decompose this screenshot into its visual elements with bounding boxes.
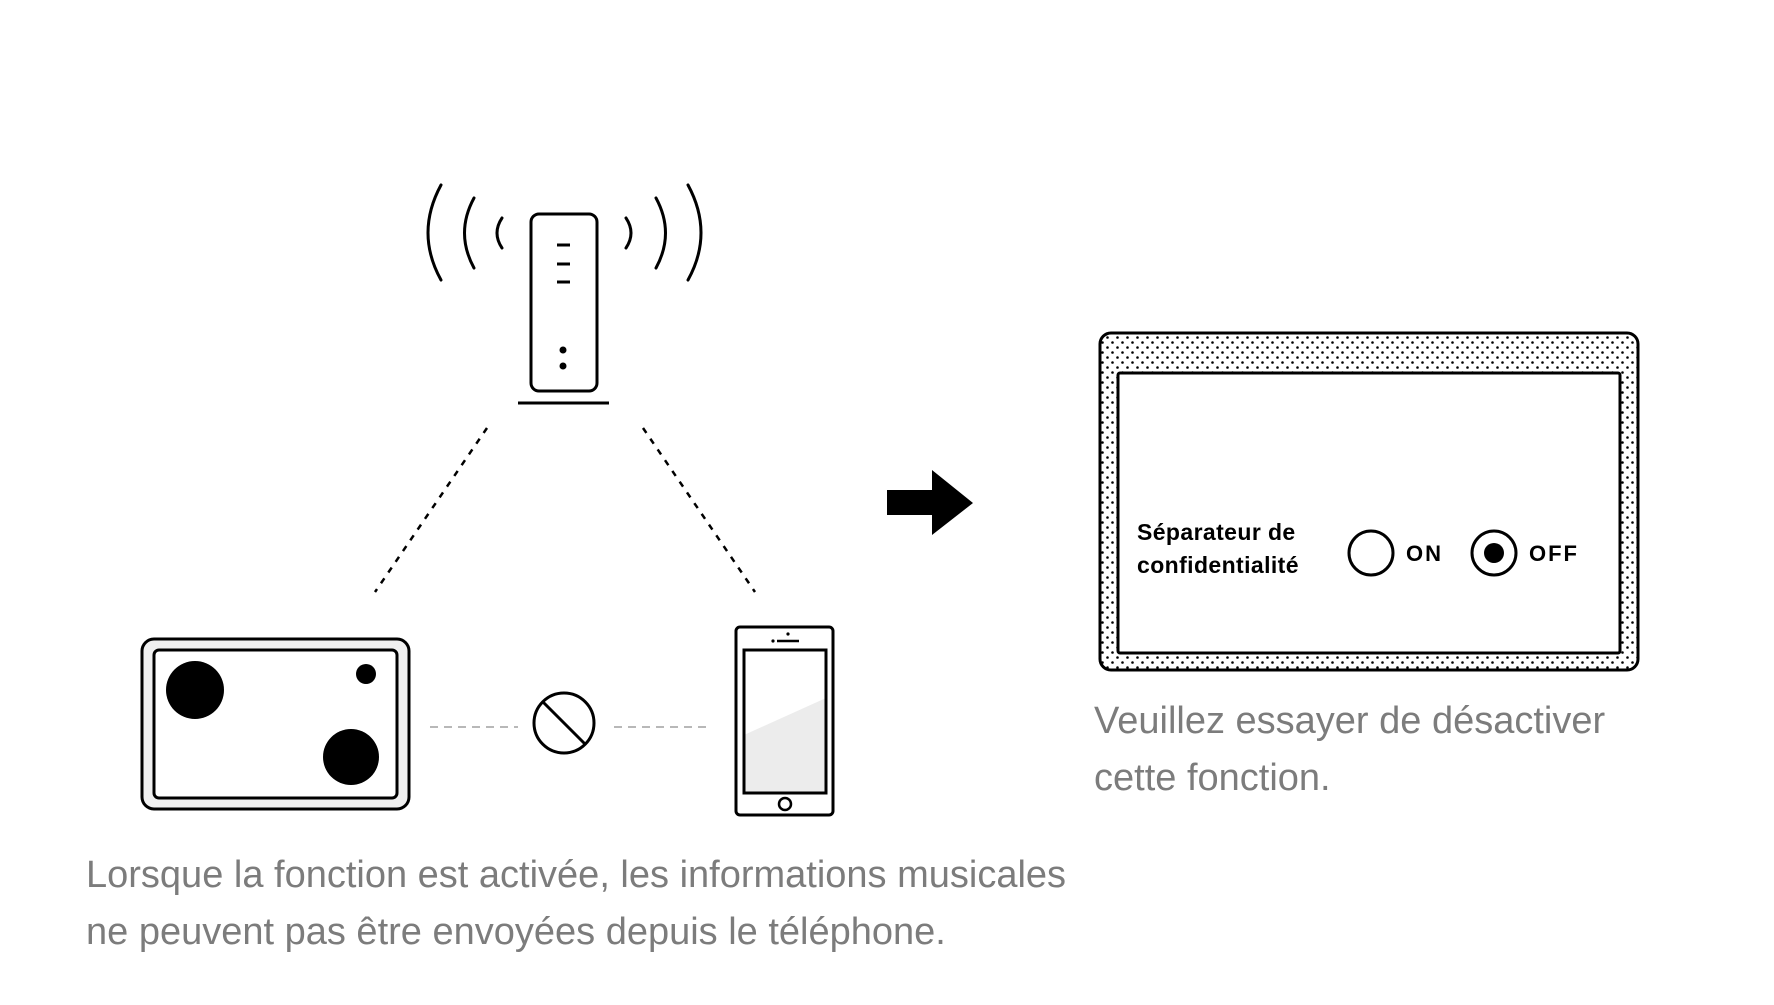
radio-off[interactable] <box>1470 529 1518 577</box>
caption-right-line-2: cette fonction. <box>1094 757 1331 799</box>
radio-off-label[interactable]: OFF <box>1529 541 1579 566</box>
caption-left-line-2: ne peuvent pas être envoyées depuis le t… <box>86 911 946 953</box>
prohibited-icon <box>532 691 596 755</box>
label-line-1: Séparateur de <box>1137 519 1296 545</box>
radio-on[interactable] <box>1347 529 1395 577</box>
dotted-link-router-phone <box>641 427 757 593</box>
caption-right-line-1: Veuillez essayer de désactiver <box>1094 700 1606 742</box>
radio-on-label[interactable]: ON <box>1406 541 1443 566</box>
wifi-router-icon <box>426 183 703 405</box>
smartphone-icon <box>734 625 835 817</box>
arrow-right-icon <box>887 470 973 535</box>
wifi-waves-right <box>624 183 703 282</box>
speaker-device-icon <box>140 637 411 811</box>
settings-panel-frame <box>1098 331 1640 672</box>
caption-left: Lorsque la fonction est activée, les inf… <box>86 847 1066 961</box>
dotted-link-router-speaker <box>373 427 489 593</box>
caption-right: Veuillez essayer de désactiver cette fon… <box>1094 693 1605 807</box>
label-line-2: confidentialité <box>1137 552 1299 578</box>
caption-left-line-1: Lorsque la fonction est activée, les inf… <box>86 854 1067 896</box>
privacy-separator-label: Séparateur de confidentialité <box>1137 516 1299 582</box>
wifi-waves-left <box>426 183 504 282</box>
